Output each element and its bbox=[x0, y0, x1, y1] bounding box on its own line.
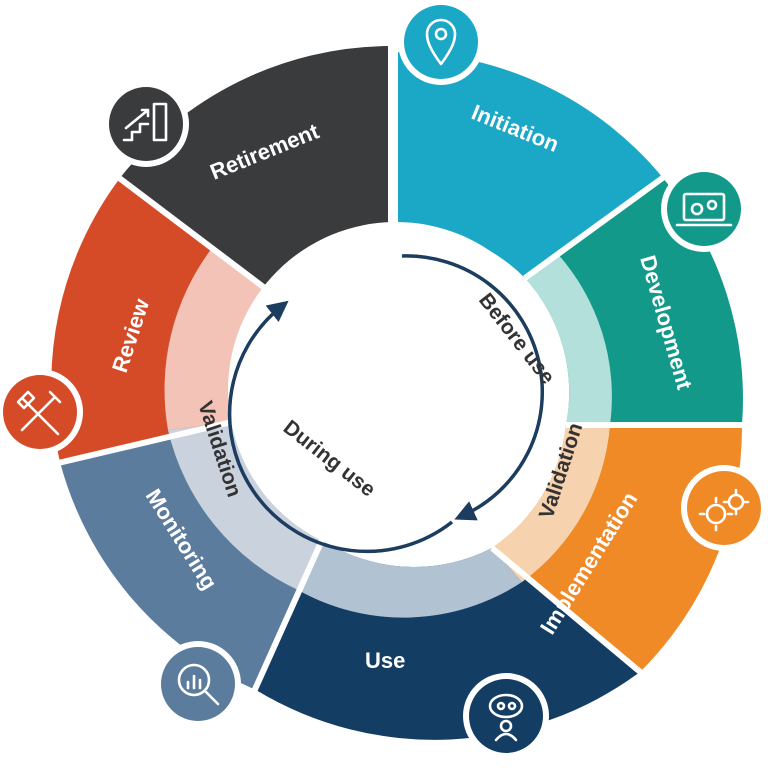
label-use: Use bbox=[365, 648, 405, 673]
validation-band-monitoring bbox=[168, 422, 322, 590]
segment-retirement bbox=[120, 46, 388, 292]
inner-disc bbox=[228, 222, 564, 558]
wrench-hammer-icon bbox=[0, 369, 83, 455]
during-use-arrow bbox=[227, 300, 454, 554]
laptop-gears-icon bbox=[661, 166, 747, 252]
validation-band-review bbox=[164, 248, 270, 430]
stairs-exit-icon bbox=[103, 81, 189, 167]
magnifier-chart-icon bbox=[155, 641, 241, 727]
person-thinking-gears-icon bbox=[463, 673, 549, 759]
gears-icon bbox=[681, 465, 767, 551]
validation-band-use bbox=[298, 540, 522, 618]
location-pin-icon bbox=[398, 0, 484, 85]
before-use-arrow bbox=[401, 254, 545, 521]
validation-band-development bbox=[525, 252, 612, 425]
validation-band-implementation bbox=[492, 425, 610, 582]
segment-initiation bbox=[398, 52, 663, 278]
